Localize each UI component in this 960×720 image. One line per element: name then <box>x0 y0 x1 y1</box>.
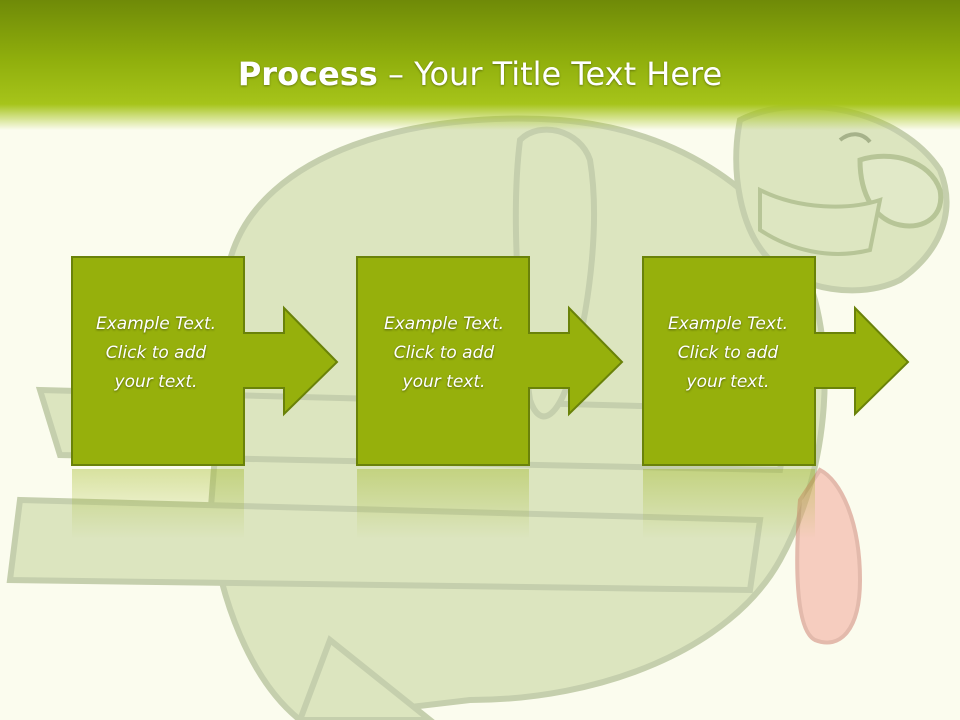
step-3-text[interactable]: Example Text. Click to add your text. <box>667 314 789 392</box>
step-2-reflection <box>357 469 529 539</box>
step-3-reflection <box>643 469 815 539</box>
step-2-text[interactable]: Example Text. Click to add your text. <box>383 314 505 392</box>
title-bar <box>0 0 960 130</box>
title-rest: Your Title Text Here <box>414 55 723 93</box>
step-1-arrow-box[interactable] <box>71 256 339 466</box>
illustration-leg <box>296 635 435 720</box>
illustration-bandana <box>758 186 883 256</box>
step-3-arrow-box[interactable] <box>642 256 910 466</box>
step-1-text[interactable]: Example Text. Click to add your text. <box>95 314 217 392</box>
step-1-reflection <box>72 469 244 539</box>
illustration-eye <box>838 132 872 144</box>
title-bold: Process <box>237 55 378 93</box>
slide-title[interactable]: Process – Your Title Text Here <box>0 52 960 96</box>
title-separator: – <box>377 55 415 93</box>
step-2-arrow-box[interactable] <box>356 256 624 466</box>
